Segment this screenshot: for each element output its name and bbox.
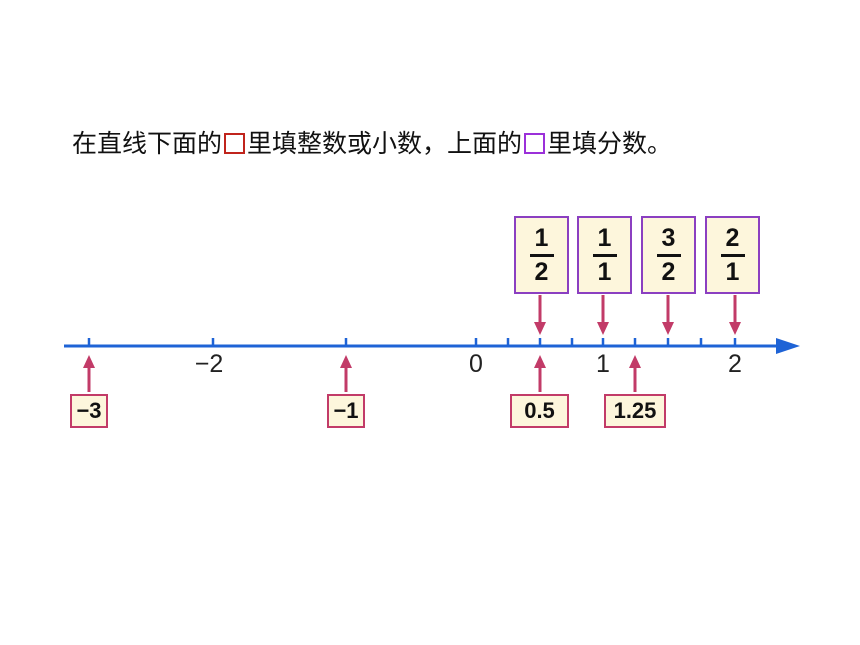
number-line-arrowhead — [776, 338, 800, 354]
fraction-denominator: 2 — [534, 257, 549, 286]
fraction-bar — [656, 253, 681, 257]
fraction-box-2[interactable]: 1 1 — [577, 216, 632, 294]
fraction-numerator: 3 — [661, 223, 676, 252]
instruction-text: 在直线下面的里填整数或小数，上面的里填分数。 — [72, 124, 672, 160]
fraction-bar — [592, 253, 617, 257]
tick-label-minus-2: −2 — [194, 350, 224, 378]
down-arrow-icon — [729, 295, 741, 335]
up-arrow-icon — [629, 355, 641, 392]
fraction-box-4[interactable]: 2 1 — [705, 216, 760, 294]
down-arrow-icon — [534, 295, 546, 335]
fraction-bar — [720, 253, 745, 257]
up-arrow-icon — [534, 355, 546, 392]
fraction-denominator: 1 — [725, 257, 740, 286]
answer-box-4[interactable]: 1.25 — [604, 394, 666, 428]
tick-label-1: 1 — [596, 350, 610, 378]
instruction-part3: 里填分数。 — [547, 129, 673, 158]
instruction-part2: 里填整数或小数，上面的 — [247, 129, 523, 158]
upper-box-icon — [524, 133, 546, 154]
fraction-box-3[interactable]: 3 2 — [641, 216, 696, 294]
fraction-denominator: 1 — [597, 257, 612, 286]
instruction-part1: 在直线下面的 — [72, 129, 223, 158]
fraction-numerator: 1 — [534, 223, 549, 252]
fraction-numerator: 2 — [725, 223, 740, 252]
answer-box-2[interactable]: −1 — [327, 394, 365, 428]
tick-label-2: 2 — [728, 350, 742, 378]
up-arrow-icon — [83, 355, 95, 392]
fraction-denominator: 2 — [661, 257, 676, 286]
down-arrow-icon — [662, 295, 674, 335]
down-arrow-icon — [597, 295, 609, 335]
tick-marks — [87, 338, 737, 346]
answer-box-1[interactable]: −3 — [70, 394, 108, 428]
up-arrow-icon — [340, 355, 352, 392]
fraction-box-1[interactable]: 1 2 — [514, 216, 569, 294]
fraction-numerator: 1 — [597, 223, 612, 252]
pointer-arrows — [83, 295, 741, 392]
answer-box-3[interactable]: 0.5 — [510, 394, 569, 428]
lower-box-icon — [224, 133, 246, 154]
fraction-bar — [529, 253, 554, 257]
tick-label-0: 0 — [469, 350, 483, 378]
